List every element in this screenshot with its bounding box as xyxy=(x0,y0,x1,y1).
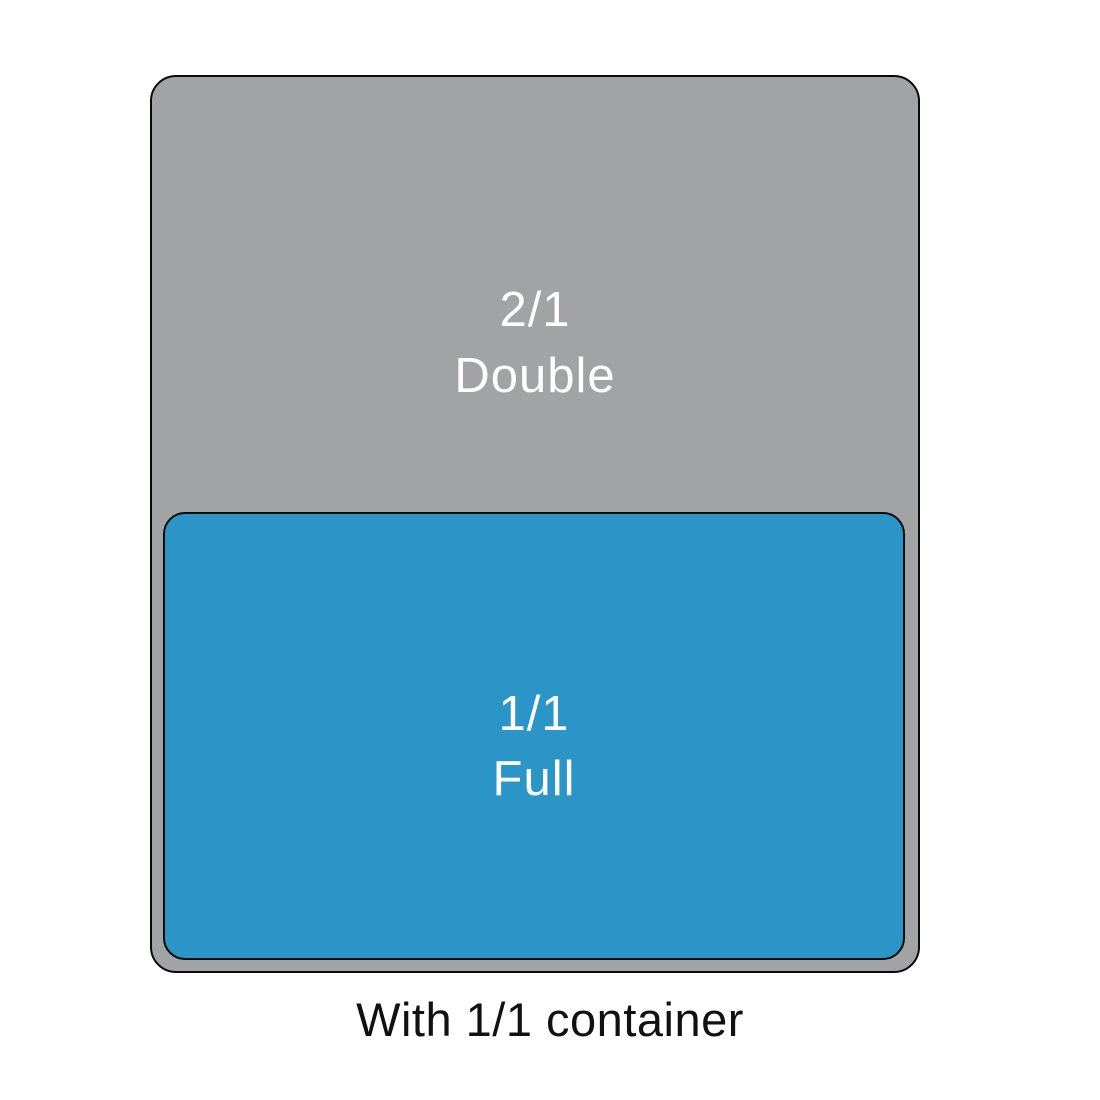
inner-pan-1-1-full: 1/1 Full xyxy=(163,512,905,960)
diagram-caption: With 1/1 container xyxy=(356,993,744,1046)
inner-pan-size-label: 1/1 xyxy=(498,687,570,741)
outer-pan-2-1-double: 2/1 Double 1/1 Full xyxy=(150,75,920,973)
outer-pan-name-label: Double xyxy=(454,349,616,404)
inner-pan-label: 1/1 Full xyxy=(165,682,903,811)
outer-pan-size-label: 2/1 xyxy=(499,283,571,337)
outer-pan-label: 2/1 Double xyxy=(152,277,918,409)
inner-pan-name-label: Full xyxy=(492,751,576,806)
